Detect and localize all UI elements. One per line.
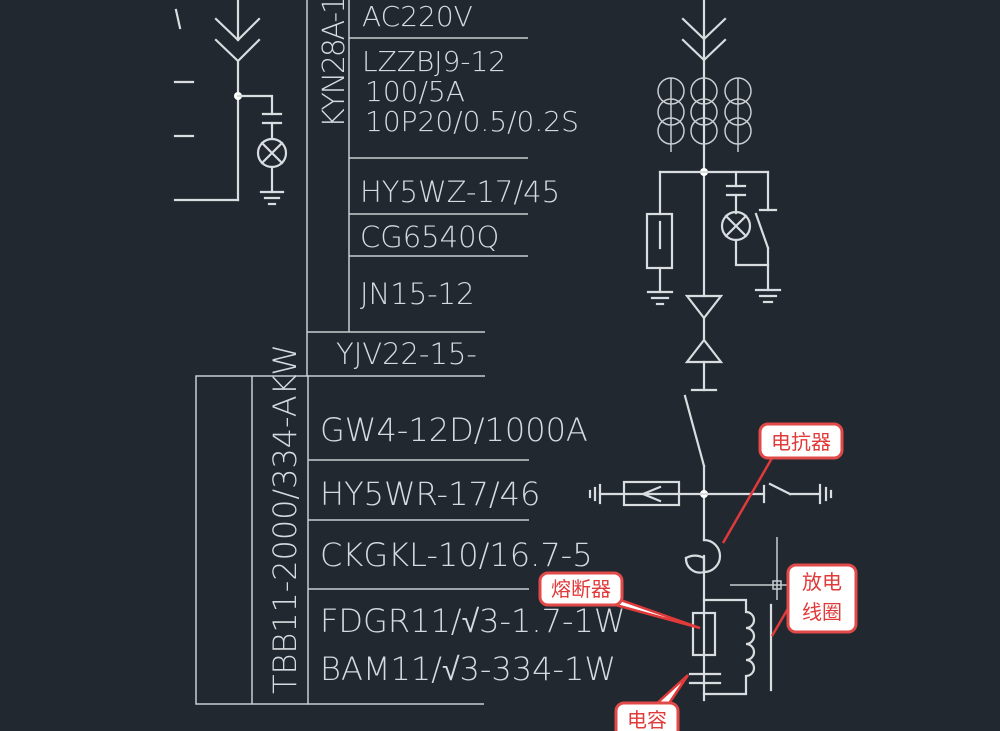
callout-discharge-coil-line2: 线圈 [802,600,842,624]
control-voltage-label: AC220V [362,0,473,33]
fuse-label: FDGR11/√3-1.7-1W [320,602,625,640]
indicator-lamp-icon [260,141,284,165]
crosshair-pickbox [772,580,782,590]
earthing-switch-blade-icon [754,212,770,250]
callout-discharge-coil-line1: 放电 [802,570,842,594]
reactor-icon [684,556,706,574]
arrester-2-label: HY5WR-17/46 [320,475,540,513]
reactor-icon [684,538,722,574]
cable-label: YJV22-15- [336,337,477,371]
cable-termination-icon [684,338,724,364]
left-partial-schematic [173,0,288,206]
capacitor-bank-spec-table: TBB11-2000/334-AKW GW4-12D/1000A HY5WR-1… [195,344,625,705]
surge-arrester-icon [622,480,681,507]
indicator-branch [236,94,274,116]
main-schematic [588,0,833,702]
ct-class-label: 10P20/0.5/0.2S [365,105,579,138]
cable-termination-icon [684,294,724,320]
cabinet-model-label: KYN28A-12 [317,0,352,128]
indicator-label: CG6540Q [360,220,499,254]
indicator-lamp-icon [724,214,748,238]
capacitor-label: BAM11/√3-334-1W [320,650,616,688]
indicator-branch [734,238,770,267]
earthing-switch-blade-icon [768,482,792,496]
contact-chevron-icon [681,17,727,41]
callout-fuse: 熔断器 [538,571,701,630]
callout-capacitor-text: 电容 [627,708,667,731]
callout-discharge-coil: 放电 线圈 [770,563,858,637]
arrester-1-label: HY5WZ-17/45 [360,175,560,209]
switchgear-spec-table: KYN28A-12 AC220V LZZBJ9-12 100/5A 10P20/… [306,0,579,377]
ct-model-label: LZZBJ9-12 [362,45,506,78]
fuse-icon [691,611,717,657]
current-transformer-icon [657,77,752,152]
callout-reactor-text: 电抗器 [771,430,831,454]
surge-arrester-icon [640,485,662,503]
callout-reactor: 电抗器 [721,422,844,544]
ct-ratio-label: 100/5A [365,75,465,108]
earthing-switch-label: JN15-12 [360,277,475,311]
capacitor-bank-model-label: TBB11-2000/334-AKW [266,344,304,694]
partial-mark [174,8,182,30]
reactor-label: CKGKL-10/16.7-5 [320,536,593,574]
contact-chevron-icon [214,17,261,42]
callout-fuse-text: 熔断器 [551,577,611,601]
callout-capacitor: 电容 [614,674,690,731]
contact-chevron-icon [214,38,261,63]
discharge-coil-icon [702,598,756,696]
isolator-blade-icon [683,394,706,468]
isolator-label: GW4-12D/1000A [320,411,588,449]
